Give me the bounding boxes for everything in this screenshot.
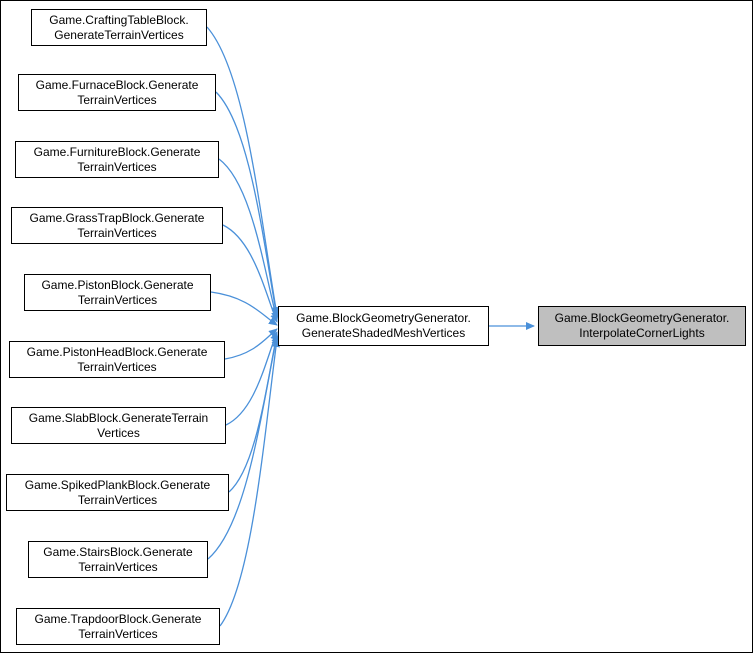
node-label-line2: TerrainVertices [77, 292, 158, 307]
node-pistonblock-generateterrainvertices[interactable]: Game.PistonBlock.Generate TerrainVertice… [24, 274, 211, 311]
call-edge-furniture [218, 158, 279, 321]
node-pistonheadblock-generateterrainvertices[interactable]: Game.PistonHeadBlock.Generate TerrainVer… [9, 341, 225, 378]
node-trapdoorblock-generateterrainvertices[interactable]: Game.TrapdoorBlock.Generate TerrainVerti… [16, 608, 220, 645]
node-label-line1: Game.TrapdoorBlock.Generate [34, 611, 202, 626]
node-label-line2: GenerateTerrainVertices [54, 27, 184, 42]
node-label-line1: Game.BlockGeometryGenerator. [554, 311, 730, 325]
node-label-line2: TerrainVertices [77, 225, 157, 240]
node-craftingtableblock-generateterrainvertices[interactable]: Game.CraftingTableBlock. GenerateTerrain… [31, 9, 207, 46]
node-spikedplankblock-generateterrainvertices[interactable]: Game.SpikedPlankBlock.Generate TerrainVe… [6, 474, 229, 511]
node-label-line2: TerrainVertices [77, 359, 157, 374]
node-label-line1: Game.PistonHeadBlock.Generate [26, 344, 208, 359]
call-edge-piston [210, 291, 278, 326]
node-stairsblock-generateterrainvertices[interactable]: Game.StairsBlock.Generate TerrainVertice… [28, 541, 208, 578]
call-edge-furnace [215, 91, 280, 318]
node-label-line1: Game.SpikedPlankBlock.Generate [24, 477, 211, 492]
node-grasstrapblock-generateterrainvertices[interactable]: Game.GrassTrapBlock.Generate TerrainVert… [11, 207, 223, 244]
node-blockgeometrygenerator-interpolatecornerlights[interactable]: Game.BlockGeometryGenerator. Interpolate… [538, 306, 746, 346]
node-label-line1: Game.CraftingTableBlock. [49, 12, 189, 27]
node-slabblock-generateterrainvertices[interactable]: Game.SlabBlock.GenerateTerrain Vertices [11, 407, 226, 444]
node-furnitureblock-generateterrainvertices[interactable]: Game.FurnitureBlock.Generate TerrainVert… [15, 141, 219, 178]
node-label-line1: Game.FurnitureBlock.Generate [33, 144, 201, 159]
node-label-line2: Vertices [97, 425, 140, 440]
node-label-line1: Game.SlabBlock.GenerateTerrain [28, 410, 209, 425]
node-label-line2: TerrainVertices [78, 626, 158, 641]
node-label-line2: TerrainVertices [77, 159, 157, 174]
node-furnaceblock-generateterrainvertices[interactable]: Game.FurnaceBlock.Generate TerrainVertic… [18, 74, 216, 111]
call-edge-slab [225, 331, 278, 426]
call-edge-spikedplank [228, 333, 280, 493]
node-label-line1: Game.GrassTrapBlock.Generate [29, 210, 205, 225]
node-label-line1: Game.PistonBlock.Generate [41, 277, 194, 292]
node-label-line2: InterpolateCornerLights [579, 326, 705, 340]
node-blockgeometrygenerator-generateshadedmeshvertices[interactable]: Game.BlockGeometryGenerator. GenerateSha… [278, 306, 489, 346]
node-label-line2: GenerateShadedMeshVertices [301, 326, 466, 340]
node-label-line2: TerrainVertices [77, 492, 158, 507]
node-label-line1: Game.StairsBlock.Generate [43, 544, 193, 559]
call-edge-grasstrap [222, 224, 278, 323]
node-label-line2: TerrainVertices [78, 559, 158, 574]
node-label-line1: Game.FurnaceBlock.Generate [35, 77, 199, 92]
call-edge-pistonhead [224, 328, 278, 360]
node-label-line2: TerrainVertices [77, 92, 157, 107]
node-label-line1: Game.BlockGeometryGenerator. [296, 311, 471, 325]
